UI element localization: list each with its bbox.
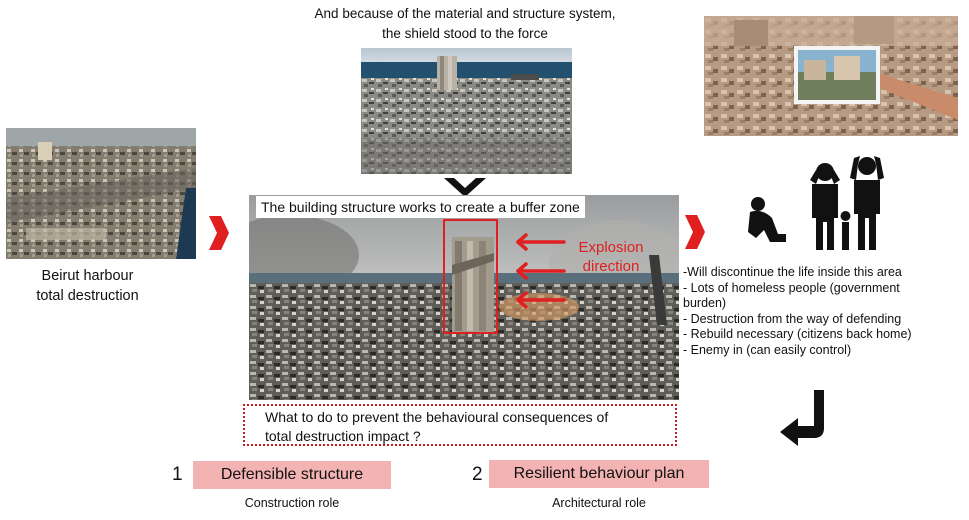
chevron-right-icon bbox=[685, 215, 705, 249]
explosion-direction-label: Explosion direction bbox=[566, 238, 656, 276]
consequence-item: -Will discontinue the life inside this a… bbox=[683, 265, 902, 279]
beirut-label: Beirut harbour total destruction bbox=[0, 266, 175, 306]
beirut-harbour-photo bbox=[6, 128, 196, 259]
consequence-item: - Rebuild necessary (citizens back home) bbox=[683, 327, 912, 342]
top-caption: And because of the material and structur… bbox=[250, 4, 680, 44]
question-line-2: total destruction impact ? bbox=[265, 428, 421, 444]
ruins-comparison-photo bbox=[704, 16, 958, 136]
option-defensible-structure: Defensible structure bbox=[193, 461, 391, 489]
buffer-zone-label: The building structure works to create a… bbox=[256, 196, 585, 218]
question-box: What to do to prevent the behavioural co… bbox=[243, 404, 677, 446]
consequence-item: - Enemy in (can easily control) bbox=[683, 342, 852, 357]
option-number: 2 bbox=[472, 464, 483, 485]
consequence-item: burden) bbox=[683, 296, 727, 311]
question-line-1: What to do to prevent the behavioural co… bbox=[265, 409, 609, 425]
explosion-arrows bbox=[516, 233, 566, 309]
option-number: 1 bbox=[172, 464, 183, 485]
top-caption-line-2: the shield stood to the force bbox=[382, 26, 548, 41]
option-resilient-behaviour-plan: Resilient behaviour plan bbox=[489, 460, 709, 488]
option-role-label: Construction role bbox=[244, 496, 340, 510]
consequence-item: - Lots of homeless people (government bbox=[683, 280, 900, 295]
consequence-item: - Destruction from the way of defending bbox=[683, 311, 902, 326]
consequences-list: -Will discontinue the life inside this a… bbox=[683, 265, 968, 359]
silo-standing-photo bbox=[361, 48, 572, 174]
return-arrow-icon bbox=[780, 390, 824, 446]
silo-highlight-box bbox=[443, 219, 498, 334]
distressed-people-icon bbox=[748, 156, 884, 250]
top-caption-line-1: And because of the material and structur… bbox=[314, 6, 616, 21]
explosion-label-line-2: direction bbox=[582, 258, 640, 275]
chevron-right-icon bbox=[209, 216, 229, 250]
beirut-label-line-1: Beirut harbour bbox=[41, 268, 134, 284]
chevron-down-icon bbox=[444, 178, 486, 197]
explosion-label-line-1: Explosion bbox=[578, 239, 644, 256]
option-role-label: Architectural role bbox=[552, 496, 646, 510]
beirut-label-line-2: total destruction bbox=[36, 288, 139, 304]
